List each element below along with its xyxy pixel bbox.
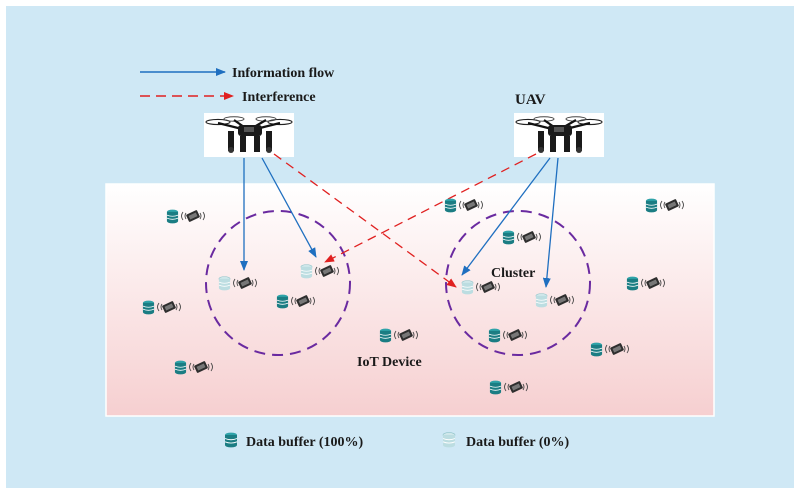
uav-left-drone-icon (204, 113, 294, 157)
database-icon (218, 276, 231, 291)
info-flow-arrow-right-1 (461, 157, 551, 276)
legend-buffer-full-database-icon (224, 432, 238, 448)
legend-buffer-empty-database-icon (442, 432, 456, 448)
database-icon (535, 293, 548, 308)
uav-right-drone-icon (514, 113, 604, 157)
cluster-label: Cluster (491, 266, 535, 281)
database-icon (488, 328, 501, 343)
info-flow-arrow-right-2 (542, 157, 559, 288)
cluster-ring-left (205, 210, 351, 356)
database-icon (174, 360, 187, 375)
legend-interference-label: Interference (242, 90, 316, 105)
database-icon (626, 276, 639, 291)
cluster-ring-right (445, 210, 591, 356)
legend-buffer-full-label: Data buffer (100%) (246, 435, 364, 450)
iot-device-label: IoT Device (357, 355, 422, 370)
database-icon (461, 280, 474, 295)
database-icon (379, 328, 392, 343)
interference-arrow-1 (273, 153, 457, 288)
uav-label: UAV (515, 92, 546, 108)
info-flow-arrow-left-2 (261, 157, 317, 258)
database-icon (444, 198, 457, 213)
database-icon (166, 209, 179, 224)
database-icon (300, 264, 313, 279)
legend-buffer-empty-label: Data buffer (0%) (466, 435, 570, 450)
database-icon (276, 294, 289, 309)
database-icon (142, 300, 155, 315)
database-icon (645, 198, 658, 213)
database-icon (590, 342, 603, 357)
database-icon (502, 230, 515, 245)
database-icon (489, 380, 502, 395)
legend-info-flow-label: Information flow (232, 66, 335, 81)
interference-arrow-2 (324, 153, 537, 263)
